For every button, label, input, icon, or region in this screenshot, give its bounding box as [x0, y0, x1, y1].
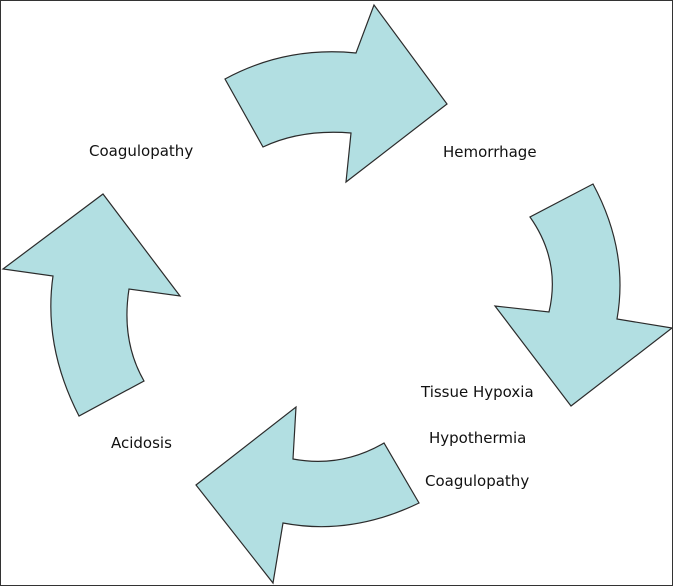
node-label-coagulopathy-bottom: Coagulopathy [425, 472, 530, 490]
arrow-coagulopathy-to-hemorrhage [224, 3, 448, 184]
arrow-tissue-hypoxia-to-acidosis [195, 405, 420, 585]
node-label-hemorrhage: Hemorrhage [443, 143, 537, 161]
arrow-acidosis-to-coagulopathy [1, 193, 182, 417]
node-label-acidosis: Acidosis [111, 434, 172, 452]
node-label-coagulopathy-top: Coagulopathy [89, 142, 194, 160]
node-label-tissue-hypoxia: Tissue Hypoxia [421, 383, 534, 401]
node-label-hypothermia: Hypothermia [429, 429, 527, 447]
arrow-hemorrhage-to-tissue-hypoxia [493, 183, 672, 407]
